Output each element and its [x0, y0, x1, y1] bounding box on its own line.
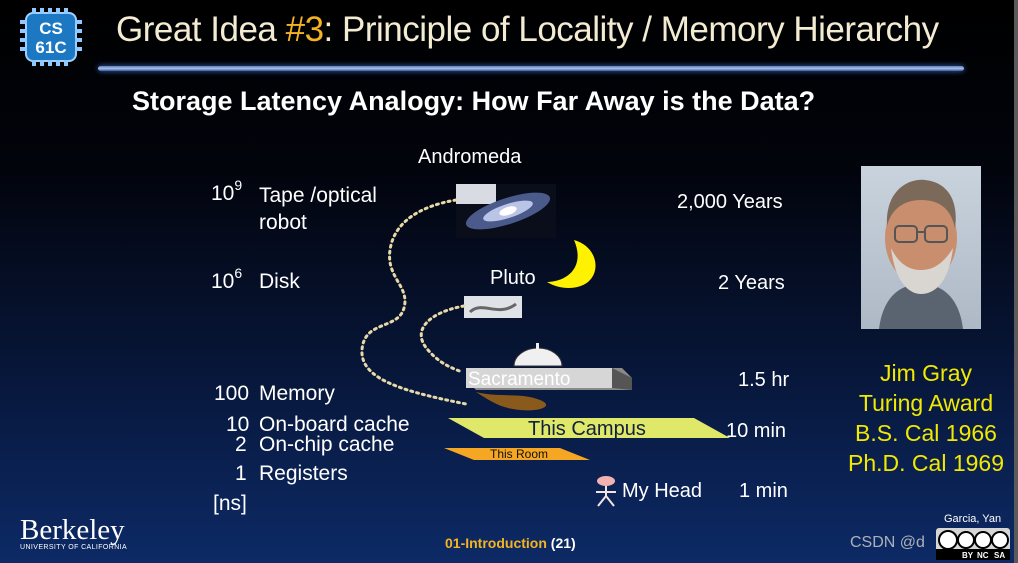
logo-line1: CS — [39, 19, 63, 38]
level-disk-label: Disk — [259, 270, 300, 293]
place-room: This Room — [490, 447, 549, 461]
level-onboard-label: On-board cache — [259, 413, 410, 436]
dotted-path — [360, 198, 468, 406]
cc-nc: NC — [977, 551, 989, 560]
place-andromeda: Andromeda — [418, 146, 522, 168]
slide-title: Great Idea #3: Principle of Locality / M… — [116, 10, 939, 50]
title-text: Great Idea — [116, 10, 286, 49]
cc-by: BY — [962, 551, 974, 560]
person-bs: B.S. Cal 1966 — [855, 420, 997, 446]
dotted-path-2 — [419, 304, 466, 374]
level-onboard: 10 — [226, 413, 250, 436]
level-tape: 109 — [211, 177, 242, 206]
campus-shape — [448, 418, 730, 438]
room-shape — [444, 448, 590, 460]
person-caption: Jim Gray Turing Award B.S. Cal 1966 Ph.D… — [848, 358, 1004, 478]
time-registers: 1 min — [739, 480, 788, 502]
place-campus: This Campus — [528, 418, 646, 440]
time-tape: 2,000 Years — [677, 191, 783, 213]
csdn-watermark: CSDN @d — [850, 534, 925, 551]
time-onboard: 10 min — [726, 420, 787, 442]
level-tape-label: Tape /optical robot — [259, 184, 377, 234]
level-onchip-label: On-chip cache — [259, 433, 395, 456]
title-highlight: #3 — [285, 10, 324, 49]
berkeley-logo: Berkeley — [20, 514, 125, 546]
author-credit: Garcia, Yan — [944, 513, 1002, 525]
galaxy-image — [456, 184, 556, 238]
level-registers: 1 — [235, 462, 247, 485]
level-exponent: 6 — [234, 265, 243, 281]
level-memory: 100 — [214, 382, 250, 405]
capitol-dome-icon — [513, 343, 563, 367]
level-magnitude: 10 — [211, 182, 235, 205]
person-icon — [596, 476, 616, 507]
berkeley-subtitle: UNIVERSITY OF CALIFORNIA — [20, 544, 128, 551]
time-memory: 1.5 hr — [738, 369, 790, 391]
page-number: (21) — [550, 535, 576, 551]
level-registers-label: Registers — [259, 462, 348, 485]
level-onchip: 2 — [235, 433, 247, 456]
logo-line2: 61C — [35, 38, 66, 57]
title-text-rest: : Principle of Locality / Memory Hierarc… — [323, 10, 940, 49]
level-memory-label: Memory — [259, 382, 335, 405]
level-magnitude: 10 — [211, 270, 235, 293]
person-award: Turing Award — [858, 390, 994, 416]
sacramento-box — [466, 368, 632, 390]
person-name: Jim Gray — [880, 360, 972, 386]
time-disk: 2 Years — [718, 272, 785, 294]
pluto-image — [464, 296, 522, 318]
cc-sa: SA — [994, 551, 1005, 560]
place-head: My Head — [622, 480, 703, 502]
level-disk: 106 — [211, 265, 242, 294]
slide-footer: 01-Introduction (21) — [445, 535, 576, 551]
person-photo — [861, 166, 981, 329]
level-exponent: 9 — [234, 177, 243, 193]
unit-label: [ns] — [213, 492, 247, 515]
cs61c-logo: CS 61C — [20, 8, 82, 66]
crescent-moon-icon — [547, 240, 596, 288]
road-shape — [476, 392, 547, 411]
window-edge — [1014, 0, 1018, 563]
slide-subtitle: Storage Latency Analogy: How Far Away is… — [132, 86, 816, 116]
person-phd: Ph.D. Cal 1969 — [848, 450, 1004, 476]
cc-license-badge: BY NC SA — [936, 528, 1010, 560]
place-sacramento: Sacramento — [468, 369, 571, 390]
title-divider — [98, 66, 964, 71]
place-pluto: Pluto — [490, 267, 536, 289]
